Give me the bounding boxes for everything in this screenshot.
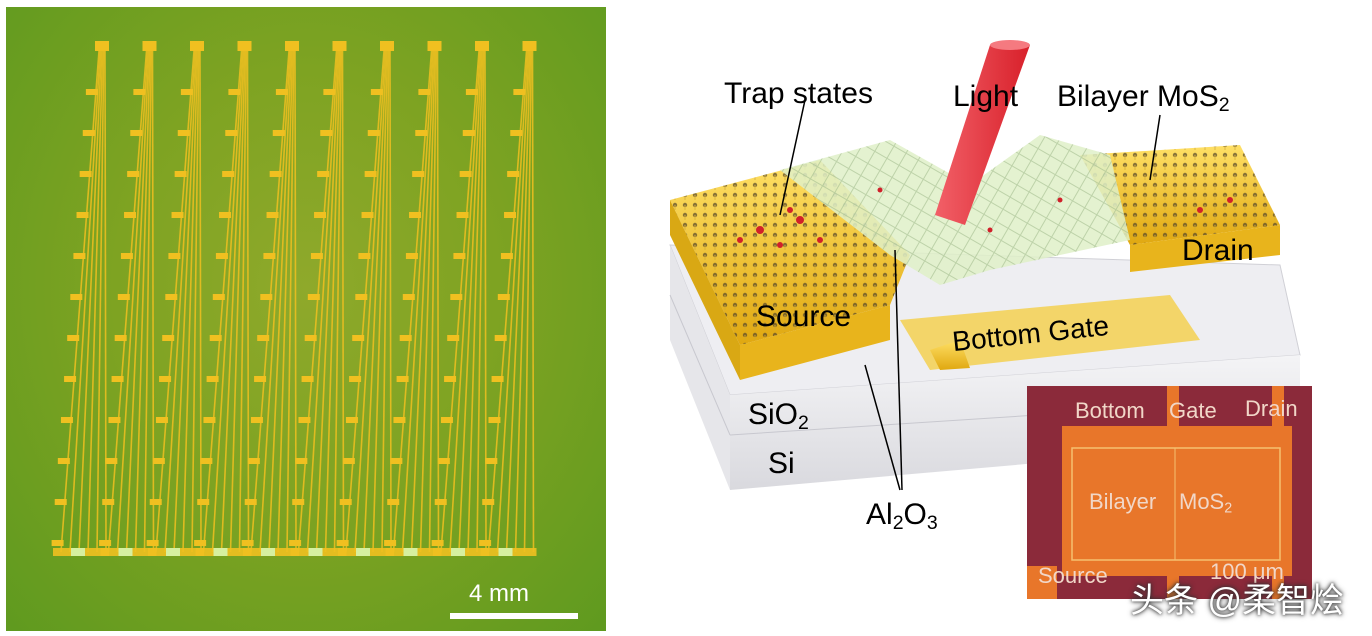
electrode-array-graphic <box>51 41 537 556</box>
inset-bilayer-label: Bilayer <box>1089 489 1157 514</box>
sio2-label: SiO2 <box>748 398 809 434</box>
electrode-column <box>51 41 109 556</box>
inset-scale-label: 100 μm <box>1210 559 1284 584</box>
device-schematic <box>640 40 1360 630</box>
electrode-column <box>479 41 537 556</box>
electrode-column <box>384 41 442 556</box>
scale-bar-label: 4 mm <box>469 580 529 607</box>
electrode-column <box>336 41 394 556</box>
electrode-column <box>431 41 489 556</box>
schematic-graphic <box>669 40 1301 491</box>
electrode-column <box>289 41 347 556</box>
inset-drain-label: Drain <box>1245 396 1298 421</box>
electrode-column <box>99 41 157 556</box>
electrode-column <box>146 41 204 556</box>
inset-graphic <box>1027 386 1292 599</box>
inset-source-label: Source <box>1038 563 1108 588</box>
light-label: Light <box>953 80 1019 113</box>
electrode-array-photo: 4 mm <box>6 7 606 631</box>
trap-states-label: Trap states <box>724 77 873 110</box>
drain-label: Drain <box>1182 234 1254 267</box>
scale-bar <box>450 613 578 619</box>
source-label: Source <box>756 300 852 333</box>
bilayer-mos2-label: Bilayer MoS2 <box>1057 80 1230 116</box>
electrode-column <box>241 41 299 556</box>
inset-gate-label: Gate <box>1169 398 1217 423</box>
electrode-column <box>194 41 252 556</box>
device-micrograph-inset: Bottom Gate Drain Bilayer MoS2 Source 10… <box>1027 386 1312 599</box>
watermark: 头条 @柔智烩 <box>1130 582 1344 620</box>
si-label: Si <box>768 447 795 480</box>
al2o3-label: Al2O3 <box>866 498 938 534</box>
inset-mos2-label: MoS2 <box>1179 489 1233 517</box>
inset-bottom-label: Bottom <box>1075 398 1145 423</box>
